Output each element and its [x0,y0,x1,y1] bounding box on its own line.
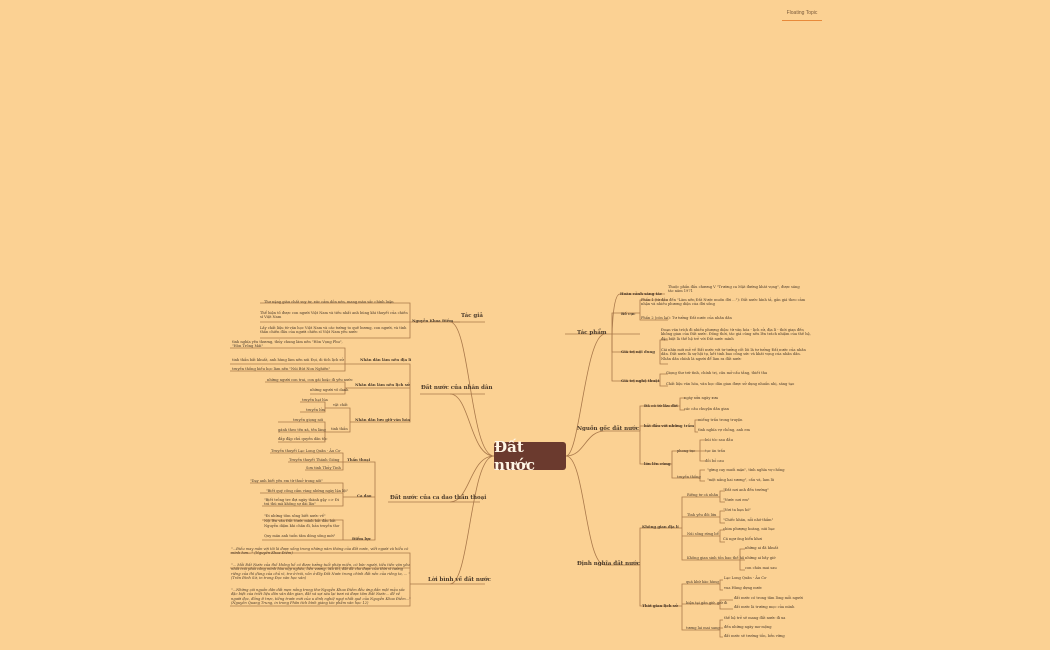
tac-gia-text-1[interactable]: Thơ nặng giàu chất suy tư, xúc cảm dồn n… [264,300,394,304]
branch-nguon-goc[interactable]: Nguồn gốc đất nước [577,426,640,432]
tuong-lai-text-1[interactable]: thế hệ trẻ sẽ mang đất nước đi xa [724,616,786,620]
diem-luc-text-2[interactable]: Nội lên văn Đất Nước mình bắt đầu bắt [264,519,336,523]
qua-khu-text-1[interactable]: Lạc Long Quân - Âu Cơ [724,576,767,580]
gia-tri-nghe-thuat-node[interactable]: Giá trị nghệ thuật [621,378,660,383]
branch-ca-dao[interactable]: Đất nước của ca dao thần thoại [390,495,487,501]
hoan-canh-node[interactable]: Hoàn cảnh sáng tác [620,291,663,296]
thoi-gian-node[interactable]: Thời gian lịch sử [642,603,678,608]
gia-tri-noi-dung-text-2[interactable]: Cái nhìn mới mẻ về Đất nước với tư tưởng… [661,348,806,361]
branch-nhan-dan[interactable]: Đất nước của nhân dân [421,385,493,391]
rieng-tu-node[interactable]: Riêng tư cá nhân [687,493,719,497]
bat-dau-node[interactable]: bắt đầu với những trầm [644,423,695,428]
tinh-than-text-2[interactable]: gánh theo tên xã, tên làng [278,428,326,432]
tinh-than-text-3[interactable]: đắp đập chủ quyền dân tộc [278,437,328,441]
lon-len-cung-node[interactable]: lớn lên cùng [644,461,671,466]
than-thoai-text-1[interactable]: Truyền thuyết Lạc Long Quân - Âu Cơ [271,449,341,453]
bo-cuc-text-1[interactable]: Phần 1 (từ đầu đến "Làm nên Đất Nước muô… [641,298,806,307]
hoan-canh-text[interactable]: Thuộc phần đầu chương V "Trường ca Mặt đ… [668,285,800,294]
ca-dao-text-3[interactable]: "Biết trồng tre đợi ngày thành gậy => Đi… [264,498,339,507]
rieng-tu-text-2[interactable]: "Nước nơi em" [723,498,750,502]
dia-li-text-2[interactable]: tinh thần bất khuất, anh hùng làm nên nú… [232,358,344,362]
bo-cuc-text-2[interactable]: Phần 2 (còn lại): Tư tưởng Đất nước của … [641,316,732,320]
central-topic[interactable]: Đất nước [494,438,566,474]
rieng-tu-text-1[interactable]: "Đất nơi anh đến trường" [723,488,769,492]
vat-chat-node[interactable]: vật chất [333,403,348,407]
dia-li-text-3[interactable]: truyền thống hiếu học làm nên "Núi Bút N… [232,367,331,371]
nui-song-text-1[interactable]: chim phượng hoàng, núi bạc [723,527,775,531]
dia-li-node[interactable]: Nhân dân làm nên địa lí [360,357,412,362]
nui-song-text-2[interactable]: Cá ngư ông biển khơi [723,537,762,541]
nghe-thuat-text-1[interactable]: Giọng thơ trữ tình, chính trị, câu mở cấ… [666,371,768,375]
qua-khu-text-2[interactable]: vua Hùng dựng nước [724,586,763,590]
gia-tri-noi-dung-text-1[interactable]: Đoạn văn trích đi nhiều phương diện: từ … [661,328,811,341]
lich-su-text-2[interactable]: những người vô danh [310,388,349,392]
branch-tac-gia[interactable]: Tác giả [461,313,483,319]
hien-tai-text-1[interactable]: đất nước có trong tâm lòng mỗi người [734,596,803,600]
floating-topic[interactable]: Floating Topic [782,10,822,21]
than-thoai-text-2[interactable]: Truyền thuyết Thánh Gióng [289,458,340,462]
ca-dao-text-1[interactable]: "Dạy anh biết yêu em từ thuở trong nôi" [250,479,323,483]
diem-luc-text-4[interactable]: Quy mãn anh tuồn tâm dòng sông mới" [264,534,336,538]
lich-su-text-1[interactable]: những người con trai, con gái hoặc đi yê… [267,378,353,382]
da-co-text-1[interactable]: ngày xửa ngày xưa [684,396,718,400]
truyen-thong-node[interactable]: truyền thống [677,475,701,479]
tac-gia-text-3[interactable]: Lấy chất liệu từ văn học Việt Nam và các… [260,326,407,335]
vat-chat-text-2[interactable]: truyền lửa [306,408,325,412]
nui-song-node[interactable]: Núi sông rừng bể [687,532,719,536]
tac-gia-text-2[interactable]: Thể hiện tố được con người Việt Nam và t… [260,311,408,320]
tinh-than-node[interactable]: tinh thần [331,427,348,431]
tinh-yeu-text-1[interactable]: "Nơi ta hẹn hò" [723,508,752,512]
bat-dau-text-2[interactable]: tình nghĩa vợ chồng, anh em [698,428,750,432]
phong-tuc-text-2[interactable]: tục ăn trầu [705,449,726,453]
ca-dao-node[interactable]: Ca dao [357,493,372,498]
diem-luc-text-1[interactable]: "Đi những tôm sông biết nước về" [264,514,326,518]
sinh-ton-text-1[interactable]: những ai đã khuất [745,546,779,550]
sinh-ton-text-2[interactable]: những ai bây giờ [745,556,776,560]
bo-cuc-node[interactable]: Bố cục [621,311,636,316]
truyen-thong-text-1[interactable]: "gừng cay muối mặn", tình nghĩa vợ chồng [707,468,785,472]
hien-tai-node[interactable]: hiện tại gắn giữ, giữ đi [686,601,728,605]
loi-binh-quote-2[interactable]: "... Mỗi Đất Nước của thế không hề có đư… [231,563,411,581]
phong-tuc-node[interactable]: phong tục [677,449,696,453]
tinh-yeu-text-2[interactable]: "Chiếc khăn, nỗi nhớ thầm" [723,518,774,522]
bat-dau-text-1[interactable]: miếng trầu trong truyện [698,418,743,422]
branch-tac-pham[interactable]: Tác phẩm [577,330,607,336]
phong-tuc-text-1[interactable]: búi tóc sau đầu [705,438,733,442]
branch-dinh-nghia[interactable]: Định nghĩa đất nước [577,561,641,567]
branch-loi-binh[interactable]: Lời bình về đất nước [428,577,491,583]
hien-tai-text-2[interactable]: đất nước là trường mọc của mình [734,605,795,609]
tinh-than-text-1[interactable]: truyền giọng nói [293,418,324,422]
loi-binh-quote-1[interactable]: "...Điều may mắn với tôi là được sống tr… [231,547,409,556]
than-thoai-text-3[interactable]: Sơn tinh Thủy Tinh [306,466,341,470]
dia-li-text-1[interactable]: tình nghĩa yêu thương, thủy chung làm nê… [232,340,343,349]
tinh-yeu-node[interactable]: Tình yêu đôi lứa [687,513,717,517]
nghe-thuat-text-2[interactable]: Chất liệu văn hóa, văn học dân gian được… [666,382,795,386]
sinh-ton-text-3[interactable]: con cháu mai sau [745,566,777,570]
qua-khu-node[interactable]: quá khứ hào hùng [686,580,719,584]
da-co-tu-lau-node[interactable]: Đã có từ lâu đời [644,403,678,408]
tuong-lai-text-3[interactable]: đất nước sẽ trường tồn, bền vững [724,634,785,638]
lich-su-node[interactable]: Nhân dân làm nên lịch sử [355,382,410,387]
van-hoa-node[interactable]: Nhân dân lưu giữ văn hóa [355,417,410,422]
ca-dao-text-2[interactable]: "Biết quý công cầm vàng những ngày lặn l… [266,489,349,493]
truyen-thong-text-2[interactable]: "một nắng hai sương", cấu và, lam lũ [707,478,775,482]
da-co-text-2[interactable]: các câu chuyện dân gian [684,407,729,411]
than-thoai-node[interactable]: Thần thoại [347,457,371,462]
phong-tuc-text-3[interactable]: đồi bỏ cau [705,459,724,463]
khong-gian-node[interactable]: Không gian địa lí [642,524,679,529]
gia-tri-noi-dung-node[interactable]: Giá trị nội dung [621,349,655,354]
vat-chat-text-1[interactable]: truyền hạt lúa [302,398,328,402]
loi-binh-quote-3[interactable]: "...Những cái nguồn dân dất mẹn nồng tro… [231,588,411,606]
diem-luc-node[interactable]: Điểm lực [352,536,372,541]
tuong-lai-text-2[interactable]: đến những ngày mơ mộng [724,625,772,629]
diem-luc-text-3[interactable]: Nguyễn diệm khi chân đi, bản truyền thơ [264,524,340,528]
tac-gia-name[interactable]: Nguyễn Khoa Điềm [412,318,454,323]
tuong-lai-node[interactable]: tương lai mai sang [686,626,720,630]
sinh-ton-node[interactable]: Không gian sinh tồn bao thế hệ [687,556,745,560]
